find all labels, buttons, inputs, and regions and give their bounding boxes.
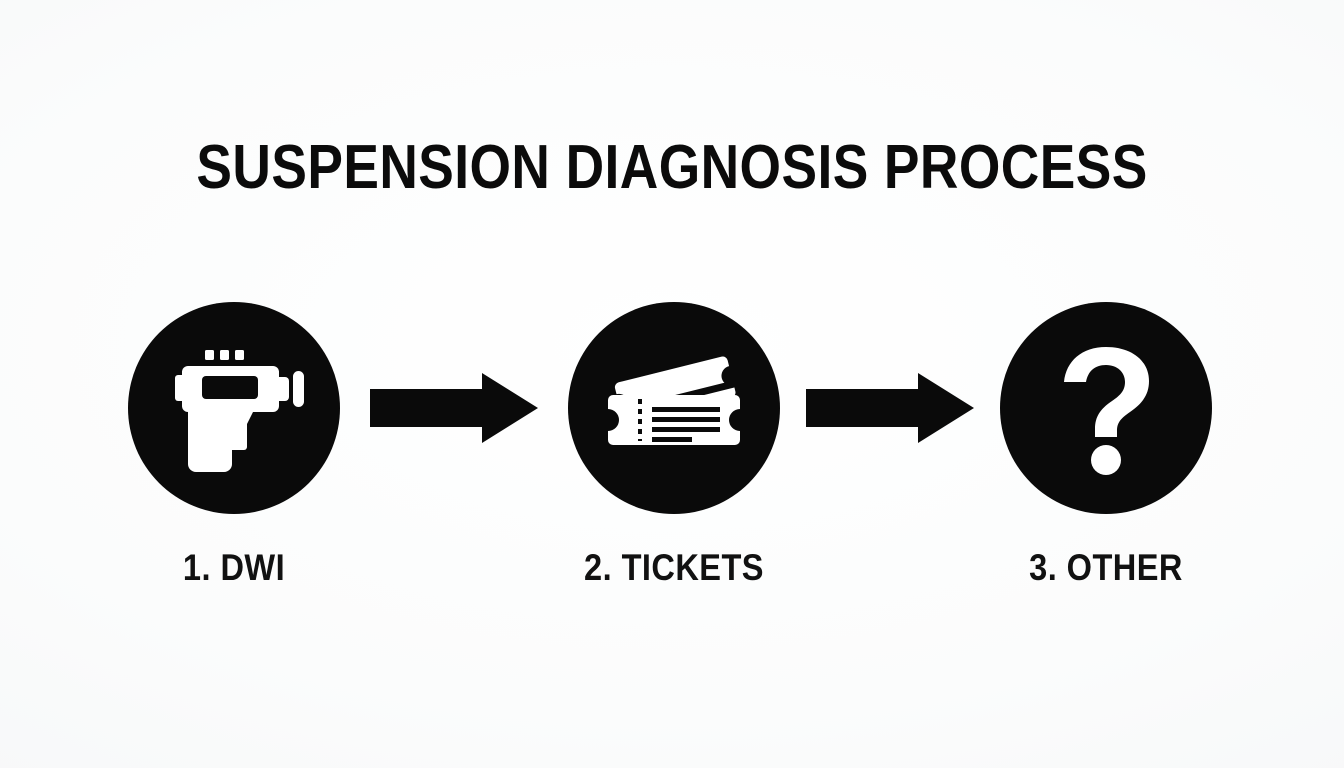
question-mark-icon [1064, 347, 1149, 475]
arrow-2 [806, 373, 974, 443]
step-2-badge [568, 302, 780, 514]
process-step-3[interactable] [1000, 302, 1212, 514]
arrow-right-icon [806, 373, 974, 443]
title-bar: SUSPENSION DIAGNOSIS PROCESS [0, 95, 1344, 240]
process-flow [0, 302, 1344, 517]
step-2-label: 2. TICKETS [584, 547, 764, 588]
arrow-right-icon [370, 373, 538, 443]
arrow-1 [370, 373, 538, 443]
step-1-badge [128, 302, 340, 514]
step-1-label: 1. DWI [182, 547, 286, 588]
page-title: SUSPENSION DIAGNOSIS PROCESS [196, 132, 1148, 202]
step-3-badge [1000, 302, 1212, 514]
breathalyzer-icon [175, 350, 304, 472]
step-3-label: 3. OTHER [1029, 547, 1183, 588]
step-labels: 1. DWI 2. TICKETS 3. OTHER [0, 547, 1344, 604]
ticket-text-lines [652, 407, 720, 442]
process-step-1[interactable] [128, 302, 340, 514]
process-step-2[interactable] [568, 302, 780, 514]
tickets-icon [608, 356, 740, 445]
